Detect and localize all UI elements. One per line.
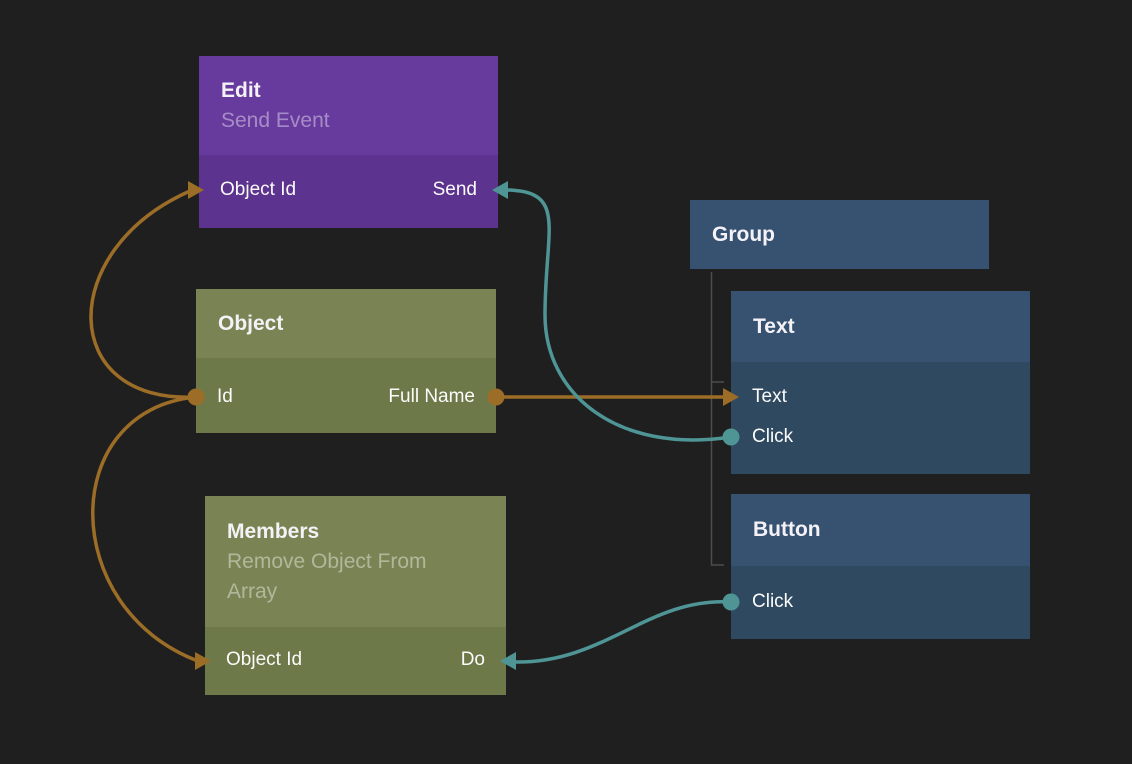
node-subtitle: Remove Object From Array	[227, 549, 427, 603]
node-text-header: Text	[731, 291, 1030, 362]
port-row: Click	[731, 582, 1030, 622]
node-edit-header: Edit Send Event	[199, 56, 498, 155]
node-title: Edit	[221, 78, 261, 102]
port-row: Object Id Send	[199, 170, 498, 210]
port-row: Click	[731, 417, 1030, 457]
port-output-click[interactable]: Click	[752, 426, 794, 447]
node-group[interactable]: Group	[690, 200, 989, 269]
node-title: Group	[712, 222, 775, 246]
node-title: Button	[753, 518, 821, 541]
port-row: Id Full Name	[196, 377, 496, 417]
node-text-ports: Text Click	[731, 362, 1030, 474]
node-object[interactable]: Object Id Full Name	[196, 289, 496, 433]
port-row: Text	[731, 377, 1030, 417]
wire-full-name-to-text-text[interactable]	[494, 388, 739, 406]
node-group-header: Group	[690, 200, 989, 269]
node-members-ports: Object Id Do	[205, 627, 506, 695]
node-object-header: Object	[196, 289, 496, 358]
node-subtitle: Send Event	[221, 108, 330, 132]
wire-object-id-to-edit-object-id[interactable]	[89, 181, 204, 399]
port-input-text[interactable]: Text	[752, 386, 787, 407]
port-input-do[interactable]: Do	[460, 649, 485, 670]
node-edit[interactable]: Edit Send Event Object Id Send	[199, 56, 498, 228]
node-title: Object	[218, 311, 284, 335]
node-button[interactable]: Button Click	[731, 494, 1030, 639]
port-input-object-id[interactable]: Object Id	[226, 649, 303, 670]
port-output-send[interactable]: Send	[432, 179, 477, 200]
port-output-full-name[interactable]: Full Name	[388, 386, 475, 407]
node-members[interactable]: Members Remove Object From Array Object …	[205, 496, 506, 695]
node-members-header: Members Remove Object From Array	[205, 496, 506, 627]
node-title: Text	[753, 314, 795, 338]
node-button-ports: Click	[731, 566, 1030, 639]
port-row: Object Id Do	[205, 640, 506, 680]
wire-button-click-to-members-do[interactable]	[500, 600, 733, 670]
port-output-click[interactable]: Click	[752, 591, 794, 612]
hierarchy-line-group-children	[710, 272, 724, 566]
port-output-id[interactable]: Id	[217, 386, 233, 407]
node-button-header: Button	[731, 494, 1030, 566]
node-edit-ports: Object Id Send	[199, 155, 498, 228]
wire-object-id-to-members-object-id[interactable]	[91, 395, 211, 670]
node-object-ports: Id Full Name	[196, 358, 496, 433]
node-title: Members	[227, 519, 320, 543]
node-text[interactable]: Text Text Click	[731, 291, 1030, 474]
port-input-object-id[interactable]: Object Id	[220, 179, 297, 200]
